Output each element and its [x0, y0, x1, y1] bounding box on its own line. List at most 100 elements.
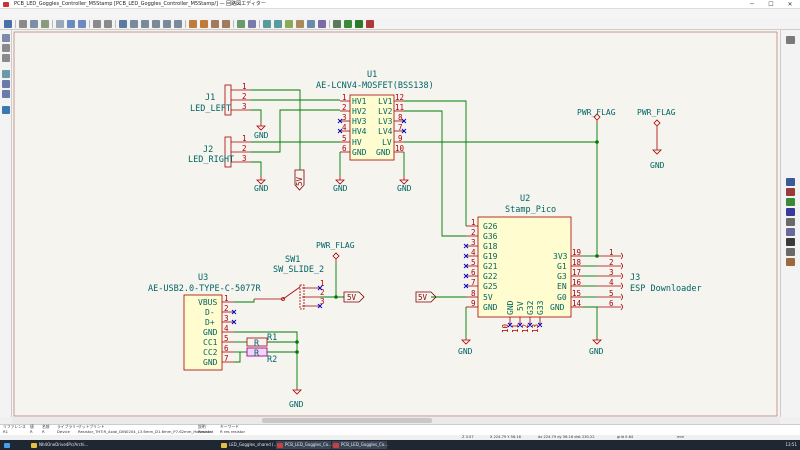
sheet-setup-icon[interactable]: [19, 20, 27, 28]
symbol-editor-icon[interactable]: [263, 20, 271, 28]
zoom-out-icon[interactable]: [141, 20, 149, 28]
taskbar-item-1[interactable]: Nh4OneDrive4Pc/Archi...: [30, 441, 88, 449]
svg-text:D+: D+: [205, 318, 215, 327]
svg-text:GND: GND: [376, 148, 391, 157]
mirror-h-icon[interactable]: [222, 20, 230, 28]
svg-text:5V: 5V: [483, 293, 493, 302]
paste-icon[interactable]: [56, 20, 64, 28]
svg-text:5V: 5V: [347, 293, 357, 302]
level-shifter-u1[interactable]: U1 AE-LCNV4-MOSFET(BSS138) HV1 HV2 HV3 H…: [316, 70, 434, 161]
svg-text:3: 3: [242, 102, 247, 111]
taskbar-item-2[interactable]: LED_Goggles_shared (...: [220, 441, 277, 449]
connector-j1[interactable]: J1 LED_LEFT 1 2 3: [190, 82, 251, 116]
cursor-icon[interactable]: [2, 70, 10, 78]
svg-text:CC2: CC2: [203, 348, 218, 357]
scroll-thumb[interactable]: [262, 418, 432, 423]
svg-text:13: 13: [531, 324, 540, 333]
svg-text:GND: GND: [550, 303, 565, 312]
zoom-selection-icon[interactable]: [174, 20, 182, 28]
horizontal-scrollbar[interactable]: [12, 417, 780, 424]
add-text-icon[interactable]: [786, 238, 795, 246]
connector-j3[interactable]: J3 ESP Downloader 1 2 3 4 5 6: [597, 248, 702, 311]
add-power-icon[interactable]: [786, 188, 795, 196]
svg-text:GND: GND: [483, 303, 498, 312]
svg-text:4: 4: [224, 324, 229, 333]
minimize-button[interactable]: ─: [750, 1, 754, 8]
stamp-pico-u2[interactable]: U2 Stamp_Pico G26 G36 G18 G19: [466, 194, 583, 333]
update-pcb-icon[interactable]: [366, 20, 374, 28]
zoom-objects-icon[interactable]: [163, 20, 171, 28]
svg-text:5: 5: [342, 134, 347, 143]
erc-icon[interactable]: [296, 20, 304, 28]
svg-text:3: 3: [471, 238, 476, 247]
junctions: [295, 140, 599, 354]
units-inch-icon[interactable]: [2, 44, 10, 52]
usb-c-connector-u3[interactable]: U3 AE-USB2.0-TYPE-C-5077R VBUS D- D+ GND…: [148, 273, 261, 371]
wire-angle-icon[interactable]: [2, 90, 10, 98]
svg-text:15: 15: [572, 289, 581, 298]
delete-icon[interactable]: [786, 258, 795, 266]
grid-icon[interactable]: [2, 34, 10, 42]
annotate-icon[interactable]: [285, 20, 293, 28]
scripting-icon[interactable]: [344, 20, 352, 28]
hidden-pins-icon[interactable]: [2, 80, 10, 88]
svg-text:6: 6: [224, 344, 229, 353]
global-label-5v-2[interactable]: 5V: [343, 291, 365, 303]
pcb-editor-icon[interactable]: [355, 20, 363, 28]
schematic-canvas[interactable]: J1 LED_LEFT 1 2 3 J2 LED_RIGHT 1 2 3: [12, 30, 780, 417]
maximize-button[interactable]: ☐: [768, 1, 774, 8]
svg-text:18: 18: [572, 258, 582, 267]
connector-j2[interactable]: J2 LED_RIGHT 1 2 3: [188, 134, 251, 168]
svg-text:GND: GND: [650, 161, 665, 170]
bom-icon[interactable]: [318, 20, 326, 28]
add-bus-icon[interactable]: [786, 208, 795, 216]
netlist-icon[interactable]: [333, 20, 341, 28]
sheet-border: [13, 31, 778, 417]
svg-text:2: 2: [242, 144, 247, 153]
resistor-r2[interactable]: R2 R: [246, 347, 277, 365]
find-icon[interactable]: [93, 20, 101, 28]
redo-icon[interactable]: [78, 20, 86, 28]
rotate-ccw-icon[interactable]: [189, 20, 197, 28]
window-title: PCB_LED_Goggles_Controller_M5Stamp [PCB_…: [14, 1, 266, 7]
svg-text:5: 5: [609, 289, 614, 298]
add-noconnect-icon[interactable]: [786, 218, 795, 226]
hierarchy-icon[interactable]: [237, 20, 245, 28]
global-label-5v-1[interactable]: 5V: [294, 169, 305, 191]
add-wire-icon[interactable]: [786, 198, 795, 206]
svg-text:19: 19: [572, 248, 581, 257]
start-icon[interactable]: [3, 441, 10, 449]
svg-text:3: 3: [242, 154, 247, 163]
symbol-library-icon[interactable]: [274, 20, 282, 28]
add-image-icon[interactable]: [786, 248, 795, 256]
refresh-icon[interactable]: [119, 20, 127, 28]
add-label-icon[interactable]: [786, 228, 795, 236]
resistor-r1[interactable]: R1 R: [246, 333, 277, 349]
zoom-fit-icon[interactable]: [152, 20, 160, 28]
j1-ref: J1: [205, 93, 215, 103]
undo-icon[interactable]: [67, 20, 75, 28]
global-label-5v-3[interactable]: 5V: [415, 291, 437, 303]
leave-sheet-icon[interactable]: [248, 20, 256, 28]
units-mm-icon[interactable]: [2, 54, 10, 62]
plot-icon[interactable]: [41, 20, 49, 28]
slide-switch-sw1[interactable]: SW1 SW_SLIDE_2 1 2 3: [254, 255, 325, 310]
print-icon[interactable]: [30, 20, 38, 28]
taskbar-item-3[interactable]: PCB_LED_Goggles_Co...: [276, 441, 332, 449]
zoom-in-icon[interactable]: [130, 20, 138, 28]
close-button[interactable]: ✕: [787, 1, 793, 8]
j3-ref: J3: [630, 273, 640, 283]
mirror-v-icon[interactable]: [211, 20, 219, 28]
svg-text:GND: GND: [254, 184, 269, 193]
svg-text:R: R: [254, 349, 260, 359]
save-icon[interactable]: [4, 20, 12, 28]
select-icon[interactable]: [786, 36, 795, 44]
svg-text:10: 10: [501, 323, 510, 333]
hierarchy-navigator-icon[interactable]: [2, 106, 10, 114]
taskbar-item-4[interactable]: PCB_LED_Goggles_Co...: [332, 441, 388, 449]
rotate-cw-icon[interactable]: [200, 20, 208, 28]
find-replace-icon[interactable]: [104, 20, 112, 28]
assign-footprints-icon[interactable]: [307, 20, 315, 28]
svg-text:CC1: CC1: [203, 338, 218, 347]
add-symbol-icon[interactable]: [786, 178, 795, 186]
